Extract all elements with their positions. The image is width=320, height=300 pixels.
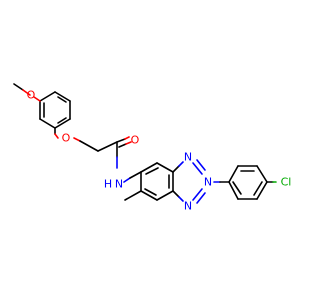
- bond-n-ring: [129, 171, 142, 179]
- bond-ring-o2-red: [54, 133, 59, 139]
- bond-co-1-red: [124, 136, 130, 140]
- atom-o-ether: O: [62, 132, 71, 145]
- bond-co-2-red: [125, 141, 132, 145]
- atom-n-triazole-top: N: [184, 151, 192, 164]
- atom-h-amide: H: [104, 178, 112, 191]
- bond-co-1: [116, 138, 126, 143]
- molecule-diagram: O O O N H N N N Cl: [13, 83, 292, 213]
- methoxyphenyl-ring: [39, 91, 71, 129]
- bond-methyl-o: [13, 83, 24, 91]
- bond-tri-2-blue: [178, 196, 184, 202]
- bond-o-ring: [33, 96, 41, 102]
- bond-tri-4b: [196, 192, 206, 204]
- atom-n-triazole-mid: N: [204, 176, 212, 189]
- atom-cl: Cl: [281, 176, 292, 189]
- bond-tri-2: [172, 190, 180, 198]
- bond-o2-ch2-red: [73, 137, 81, 142]
- bond-co-2: [118, 143, 127, 148]
- chlorophenyl-ring: [228, 165, 268, 200]
- bond-tri-4: [192, 188, 203, 201]
- bond-tri-3b: [196, 159, 206, 171]
- atom-n-triazole-bottom: N: [184, 200, 192, 213]
- bond-ring-methyl: [124, 190, 142, 201]
- bond-methyl-o-red: [22, 89, 31, 96]
- atom-o-methoxy: O: [27, 89, 36, 102]
- bond-tri-1: [172, 165, 180, 173]
- bond-ch2-co: [97, 141, 118, 152]
- bond-n-ring-blue: [123, 177, 131, 183]
- bond-tri-1-blue: [178, 161, 184, 167]
- atom-o-carbonyl: O: [131, 134, 140, 147]
- molecule-svg: O O O N H N N N Cl: [13, 83, 292, 213]
- benzo-ring: [140, 162, 174, 201]
- bond-o2-ch2: [79, 140, 99, 152]
- atom-n-amide: N: [115, 178, 123, 191]
- bond-tri-3: [192, 162, 203, 175]
